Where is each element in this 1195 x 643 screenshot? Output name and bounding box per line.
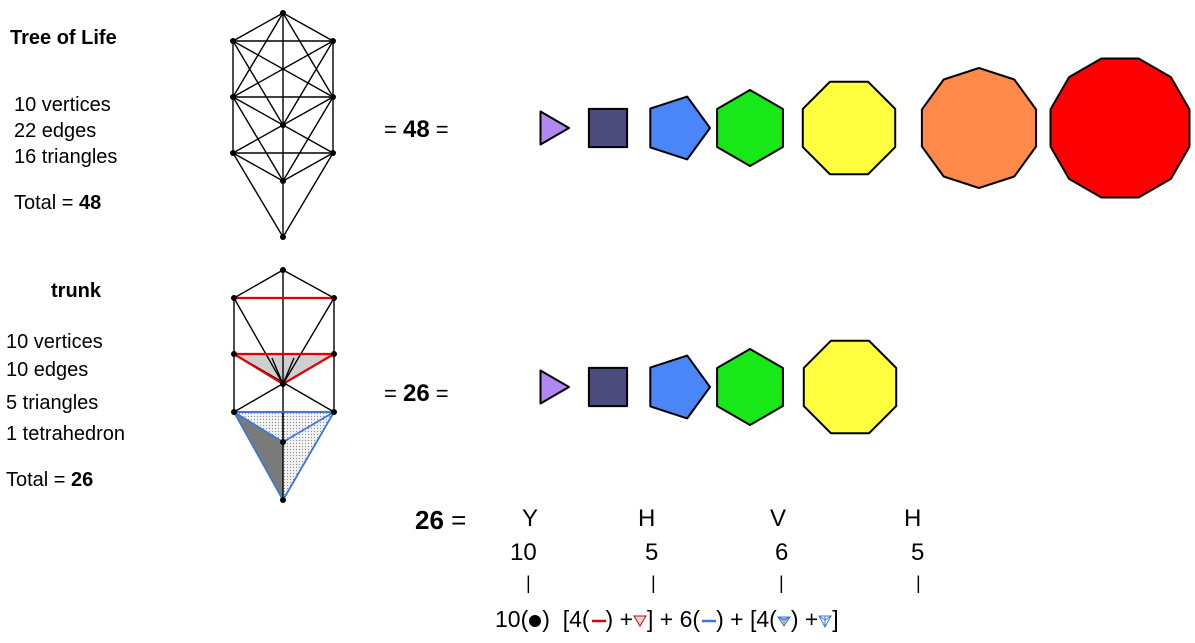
dodecagon-shape — [1049, 57, 1191, 199]
trunk-stat-vertices: 10 vertices — [6, 331, 103, 353]
trunk-stat-edges: 10 edges — [6, 359, 89, 381]
formula-lhs: 26 = — [415, 505, 466, 535]
blue-triangle-icon — [776, 616, 791, 627]
pentagon-shape — [649, 95, 711, 161]
octagon-shape — [802, 339, 898, 435]
formula-lhs-value: 26 — [415, 505, 444, 535]
trunk-stat-tetrahedron: 1 tetrahedron — [6, 423, 125, 445]
pentagon-shape — [649, 354, 711, 420]
trunk-diagram — [231, 267, 337, 503]
formula-part-b-close: ] + 6( — [647, 606, 701, 632]
tree-stat-vertices: 10 vertices — [14, 94, 111, 116]
formula-part-b-open: [4( — [562, 606, 590, 632]
equation-26-prefix: = — [384, 381, 403, 406]
formula-letter-h2: H — [904, 505, 922, 532]
formula-part-d-mid: ) + — [790, 606, 819, 632]
equation-48-value: 48 — [402, 116, 430, 143]
square-shape — [587, 107, 629, 149]
hexagon-shape — [716, 89, 784, 167]
trunk-total-value: 26 — [71, 469, 94, 491]
tree-of-life-diagram — [230, 10, 336, 240]
tree-total-value: 48 — [79, 192, 102, 214]
decagon-shape — [920, 67, 1038, 189]
equation-26-value: 26 — [402, 380, 430, 407]
formula-part-a-end: ) — [542, 606, 550, 632]
formula-lhs-eq: = — [443, 505, 467, 535]
formula-bar-1: | — [526, 573, 531, 593]
formula-letter-y: Y — [522, 505, 539, 532]
blue-edge-icon — [702, 619, 717, 623]
polygon-row-48 — [539, 57, 1191, 199]
equation-26-suffix: = — [429, 381, 449, 406]
trunk-total-label: Total = — [6, 469, 72, 491]
trunk-title: trunk — [51, 280, 101, 302]
red-edge-icon — [591, 619, 606, 623]
tree-total: Total = 48 — [14, 191, 101, 215]
tree-total-label: Total = — [14, 192, 80, 214]
formula-letter-v: V — [770, 505, 787, 532]
equation-48: = 48 = — [384, 116, 449, 144]
formula-expansion: 10() [4( ) + ] + 6( ) + [4( ) +] — [495, 606, 839, 633]
formula-letter-h1: H — [638, 505, 656, 532]
formula-part-c-mid: ) + [4( — [716, 606, 777, 632]
formula-number-10: 10 — [510, 539, 537, 566]
tree-of-life-title: Tree of Life — [10, 27, 117, 49]
formula-number-5b: 5 — [911, 539, 925, 566]
formula-part-b-mid: ) + — [605, 606, 634, 632]
formula-part-a: 10( — [495, 606, 529, 632]
triangle-shape — [539, 369, 570, 405]
octagon-shape — [801, 80, 897, 176]
trunk-stat-triangles: 5 triangles — [6, 392, 99, 414]
triangle-shape — [539, 110, 570, 146]
black-dot-icon — [529, 614, 542, 627]
tree-stat-edges: 22 edges — [14, 120, 97, 142]
polygon-row-26 — [539, 339, 898, 435]
formula-bar-4: | — [916, 573, 921, 593]
tree-stat-triangles: 16 triangles — [14, 146, 118, 168]
square-shape — [587, 366, 629, 408]
equation-48-suffix: = — [429, 117, 449, 142]
trunk-total: Total = 26 — [6, 468, 93, 492]
hexagon-shape — [716, 348, 784, 426]
formula-bar-2: | — [651, 573, 656, 593]
red-triangle-icon — [633, 615, 647, 627]
equation-48-prefix: = — [384, 117, 403, 142]
formula-number-5a: 5 — [645, 539, 659, 566]
tetrahedron-icon — [818, 615, 833, 628]
formula-number-6: 6 — [775, 539, 789, 566]
formula-bar-3: | — [779, 573, 784, 593]
equation-26: = 26 = — [384, 380, 449, 408]
formula-part-d-close: ] — [832, 606, 839, 632]
